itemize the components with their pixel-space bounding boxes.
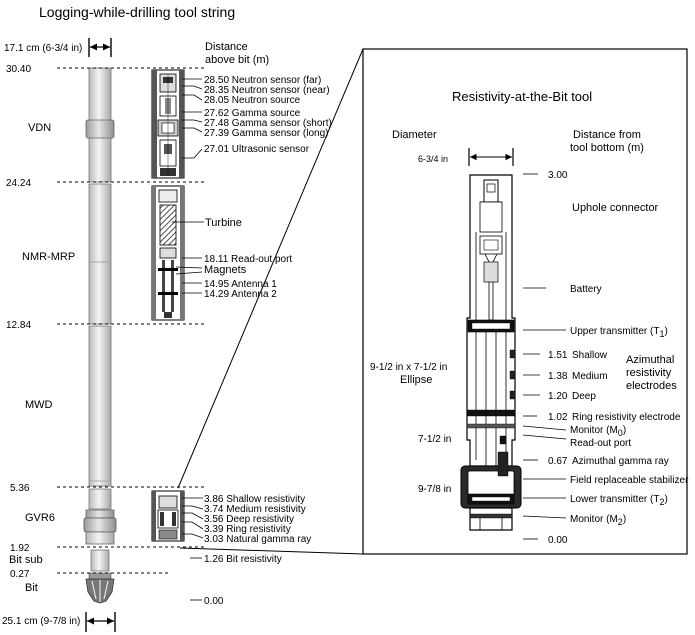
depth-lines bbox=[57, 67, 205, 574]
rab-top-diameter-dimension bbox=[468, 148, 514, 166]
nmr-label-antenna1: 14.95 Antenna 1 bbox=[204, 279, 277, 290]
vdn-label-ultrasonic: 27.01 Ultrasonic sensor bbox=[204, 144, 310, 155]
tool-name-mwd: MWD bbox=[25, 399, 53, 411]
gvr6-upper bbox=[88, 488, 112, 510]
nmr-label-antenna2: 14.29 Antenna 2 bbox=[204, 289, 277, 300]
rab-uphole: Uphole connector bbox=[572, 202, 659, 214]
rab-distance-header-1: Distance from bbox=[573, 129, 641, 141]
tool-name-bit-sub: Bit sub bbox=[9, 554, 43, 566]
vdn-label-neutron-near: 28.35 Neutron sensor (near) bbox=[204, 85, 330, 96]
rab-d000: 0.00 bbox=[548, 535, 568, 546]
rab-diameter-header: Diameter bbox=[392, 129, 437, 141]
rab-d067: 0.67 bbox=[548, 456, 568, 467]
tool-name-vdn: VDN bbox=[28, 122, 51, 134]
drill-bit bbox=[85, 572, 115, 604]
rab-diam-ellipse-1: 9-1/2 in x 7-1/2 in bbox=[370, 362, 447, 373]
tool-name-bit: Bit bbox=[25, 582, 38, 594]
top-diameter-dimension bbox=[88, 38, 112, 57]
bit-zero-label: 0.00 bbox=[204, 596, 224, 607]
rab-azimuthal-2: resistivity bbox=[626, 367, 672, 379]
gvr6-label-ring: 3.39 Ring resistivity bbox=[204, 524, 291, 535]
mwd-body bbox=[88, 325, 112, 487]
vdn-label-gamma-long: 27.39 Gamma sensor (long) bbox=[204, 128, 329, 139]
bit-sub-body bbox=[90, 549, 110, 572]
zoom-line-top bbox=[177, 48, 364, 489]
rab-upper-tx: Upper transmitter (T1) bbox=[570, 326, 668, 339]
vdn-label-gamma-source: 27.62 Gamma source bbox=[204, 108, 301, 119]
nmr-label-magnets: Magnets bbox=[204, 264, 247, 276]
vdn-label-neutron-source: 28.05 Neutron source bbox=[204, 95, 301, 106]
nmr-body bbox=[88, 183, 112, 325]
vdn-section bbox=[151, 69, 185, 179]
rab-diam-bottom: 9-7/8 in bbox=[418, 484, 451, 495]
rab-azgamma: Azimuthal gamma ray bbox=[572, 456, 669, 467]
top-diameter-label: 17.1 cm (6-3/4 in) bbox=[4, 43, 82, 54]
gvr6-label-shallow: 3.86 Shallow resistivity bbox=[204, 494, 305, 505]
distance-header-line1: Distance bbox=[205, 41, 248, 53]
rab-d120: 1.20 bbox=[548, 391, 568, 402]
tool-string bbox=[83, 67, 117, 604]
tool-name-gvr6: GVR6 bbox=[25, 512, 55, 524]
rab-azimuthal-3: electrodes bbox=[626, 380, 677, 392]
rab-diam-top: 6-3/4 in bbox=[418, 154, 448, 164]
gvr6-stabilizer bbox=[83, 517, 117, 533]
rab-shallow: Shallow bbox=[572, 350, 608, 361]
depth-mark-1-92: 1.92 bbox=[10, 543, 30, 554]
depth-mark-24-24: 24.24 bbox=[6, 178, 31, 189]
distance-header-line2: above bit (m) bbox=[205, 54, 269, 66]
rab-monitor0: Monitor (M0) bbox=[570, 425, 626, 438]
rab-d300: 3.00 bbox=[548, 170, 568, 181]
zoom-line-bottom bbox=[179, 547, 364, 555]
depth-mark-0-27: 0.27 bbox=[10, 569, 30, 580]
rab-readout: Read-out port bbox=[570, 438, 631, 449]
bottom-diameter-label: 25.1 cm (9-7/8 in) bbox=[2, 616, 80, 627]
rab-d102: 1.02 bbox=[548, 412, 568, 423]
bit-resistivity-label: 1.26 Bit resistivity bbox=[204, 554, 282, 565]
rab-stabilizer: Field replaceable stabilizer bbox=[570, 475, 689, 486]
rab-tool bbox=[460, 174, 522, 531]
gvr6-label-medium: 3.74 Medium resistivity bbox=[204, 504, 306, 515]
bottom-diameter-dimension bbox=[85, 612, 116, 632]
nmr-leader-lines bbox=[172, 221, 204, 294]
rab-battery: Battery bbox=[570, 284, 602, 295]
rab-azimuthal-1: Azimuthal bbox=[626, 354, 674, 366]
rab-ring: Ring resistivity electrode bbox=[572, 412, 681, 423]
rab-lower-tx: Lower transmitter (T2) bbox=[570, 494, 668, 507]
rab-d151: 1.51 bbox=[548, 350, 568, 361]
vdn-stabilizer bbox=[85, 119, 115, 139]
vdn-label-neutron-far: 28.50 Neutron sensor (far) bbox=[204, 75, 321, 86]
depth-mark-30-40: 30.40 bbox=[6, 64, 31, 75]
rab-deep: Deep bbox=[572, 391, 596, 402]
depth-mark-5-36: 5.36 bbox=[10, 483, 30, 494]
vdn-label-gamma-short: 27.48 Gamma sensor (short) bbox=[204, 118, 332, 129]
rab-leader-lines bbox=[522, 173, 567, 540]
rab-monitor2: Monitor (M2) bbox=[570, 514, 626, 527]
gvr6-leader-lines bbox=[182, 497, 204, 539]
rab-diam-mid: 7-1/2 in bbox=[418, 434, 451, 445]
nmr-label-readout: 18.11 Read-out port bbox=[204, 254, 292, 265]
gvr6-label-deep: 3.56 Deep resistivity bbox=[204, 514, 294, 525]
rab-diam-ellipse-2: Ellipse bbox=[400, 374, 432, 386]
gvr6-label-gamma: 3.03 Natural gamma ray bbox=[204, 534, 311, 545]
gvr6-section bbox=[151, 490, 185, 542]
rab-panel bbox=[362, 48, 688, 555]
vdn-leader-lines bbox=[182, 78, 203, 159]
diagram-title: Logging-while-drilling tool string bbox=[39, 4, 235, 20]
rab-title: Resistivity-at-the-Bit tool bbox=[452, 89, 592, 104]
depth-mark-12-84: 12.84 bbox=[6, 320, 31, 331]
rab-medium: Medium bbox=[572, 371, 608, 382]
tool-name-nmr: NMR-MRP bbox=[22, 251, 75, 263]
nmr-section bbox=[151, 185, 185, 321]
rab-d138: 1.38 bbox=[548, 371, 568, 382]
nmr-label-turbine: Turbine bbox=[205, 217, 242, 229]
rab-distance-header-2: tool bottom (m) bbox=[570, 142, 644, 154]
